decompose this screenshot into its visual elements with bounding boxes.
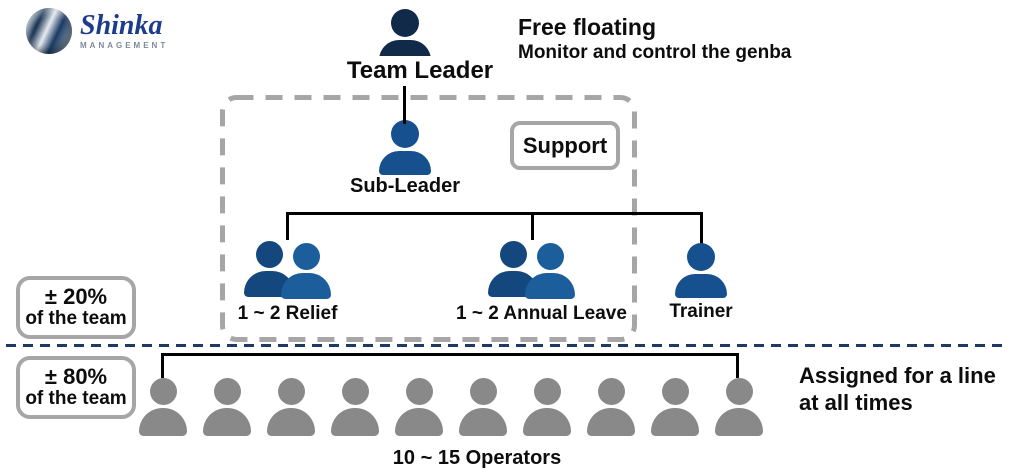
sub-leader-label: Sub-Leader <box>349 175 461 197</box>
assigned-note-line2: at all times <box>799 389 913 415</box>
operators-row <box>139 378 763 436</box>
support-label: Support <box>510 121 620 170</box>
connector-drop-annual-leave <box>531 212 534 240</box>
connector-drop-relief <box>286 212 289 240</box>
person-head <box>391 9 419 37</box>
free-floating-title: Free floating <box>518 14 657 40</box>
person-head <box>149 378 177 405</box>
person-head <box>391 120 419 148</box>
support-ratio-percent: ± 20% <box>44 284 108 309</box>
annual-leave-person-front-icon <box>525 243 575 299</box>
person-head <box>213 378 241 405</box>
person-head <box>405 378 433 405</box>
logo-subtitle: MANAGEMENT <box>80 41 169 50</box>
person-body <box>379 151 431 175</box>
person-body <box>525 273 575 299</box>
person-body <box>203 408 251 436</box>
person-head <box>255 241 283 268</box>
person-head <box>661 378 689 405</box>
shinka-globe-icon <box>26 8 72 54</box>
line-ratio-badge: ± 80% of the team <box>16 356 136 420</box>
person-body <box>459 408 507 436</box>
team-split-divider <box>6 344 1008 347</box>
support-ratio-caption: of the team <box>25 308 127 330</box>
assigned-note: Assigned for a line at all times <box>799 363 996 417</box>
operator-icon <box>139 378 187 436</box>
person-head <box>597 378 625 405</box>
trainer-label: Trainer <box>669 301 733 322</box>
person-head <box>341 378 369 405</box>
operator-icon <box>459 378 507 436</box>
connector-support-roles <box>286 212 703 215</box>
trainer-icon <box>675 243 727 298</box>
person-head <box>725 378 753 405</box>
relief-icons <box>244 241 332 299</box>
operator-icon <box>395 378 443 436</box>
person-head <box>292 243 320 270</box>
free-floating-subtitle: Monitor and control the genba <box>518 42 792 63</box>
support-ratio-badge: ± 20% of the team <box>16 276 136 340</box>
operators-bracket-right-drop <box>736 353 739 378</box>
operator-icon <box>651 378 699 436</box>
operator-icon <box>267 378 315 436</box>
person-body <box>139 408 187 436</box>
sub-leader-icon <box>379 120 431 175</box>
person-head <box>469 378 497 405</box>
connector-drop-trainer <box>700 212 703 244</box>
line-ratio-caption: of the team <box>25 388 127 410</box>
team-leader-label: Team Leader <box>340 56 500 86</box>
annual-leave-label: 1 ~ 2 Annual Leave <box>456 303 627 324</box>
shinka-logo: Shinka MANAGEMENT <box>26 8 168 54</box>
person-body <box>331 408 379 436</box>
connector-team-leader-to-sub-leader <box>403 60 406 124</box>
operator-icon <box>715 378 763 436</box>
operator-icon <box>587 378 635 436</box>
relief-label: 1 ~ 2 Relief <box>237 303 338 324</box>
person-body <box>523 408 571 436</box>
person-body <box>587 408 635 436</box>
operators-caption: 10 ~ 15 Operators <box>392 447 562 469</box>
person-head <box>277 378 305 405</box>
person-head <box>499 241 527 268</box>
person-head <box>533 378 561 405</box>
logo-name: Shinka <box>80 10 163 41</box>
person-body <box>281 273 331 299</box>
annual-leave-icons <box>488 241 576 299</box>
relief-person-front-icon <box>281 243 331 299</box>
person-body <box>675 274 727 298</box>
person-body <box>715 408 763 436</box>
operator-icon <box>331 378 379 436</box>
operators-bracket-left-drop <box>161 353 164 378</box>
person-body <box>651 408 699 436</box>
person-body <box>395 408 443 436</box>
operator-icon <box>203 378 251 436</box>
line-ratio-percent: ± 80% <box>44 364 108 389</box>
operators-bracket <box>161 353 739 356</box>
person-body <box>267 408 315 436</box>
person-head <box>536 243 564 270</box>
person-head <box>687 243 715 271</box>
assigned-note-line1: Assigned for a line <box>799 363 996 388</box>
logo-text-block: Shinka MANAGEMENT <box>80 10 169 51</box>
operator-icon <box>523 378 571 436</box>
